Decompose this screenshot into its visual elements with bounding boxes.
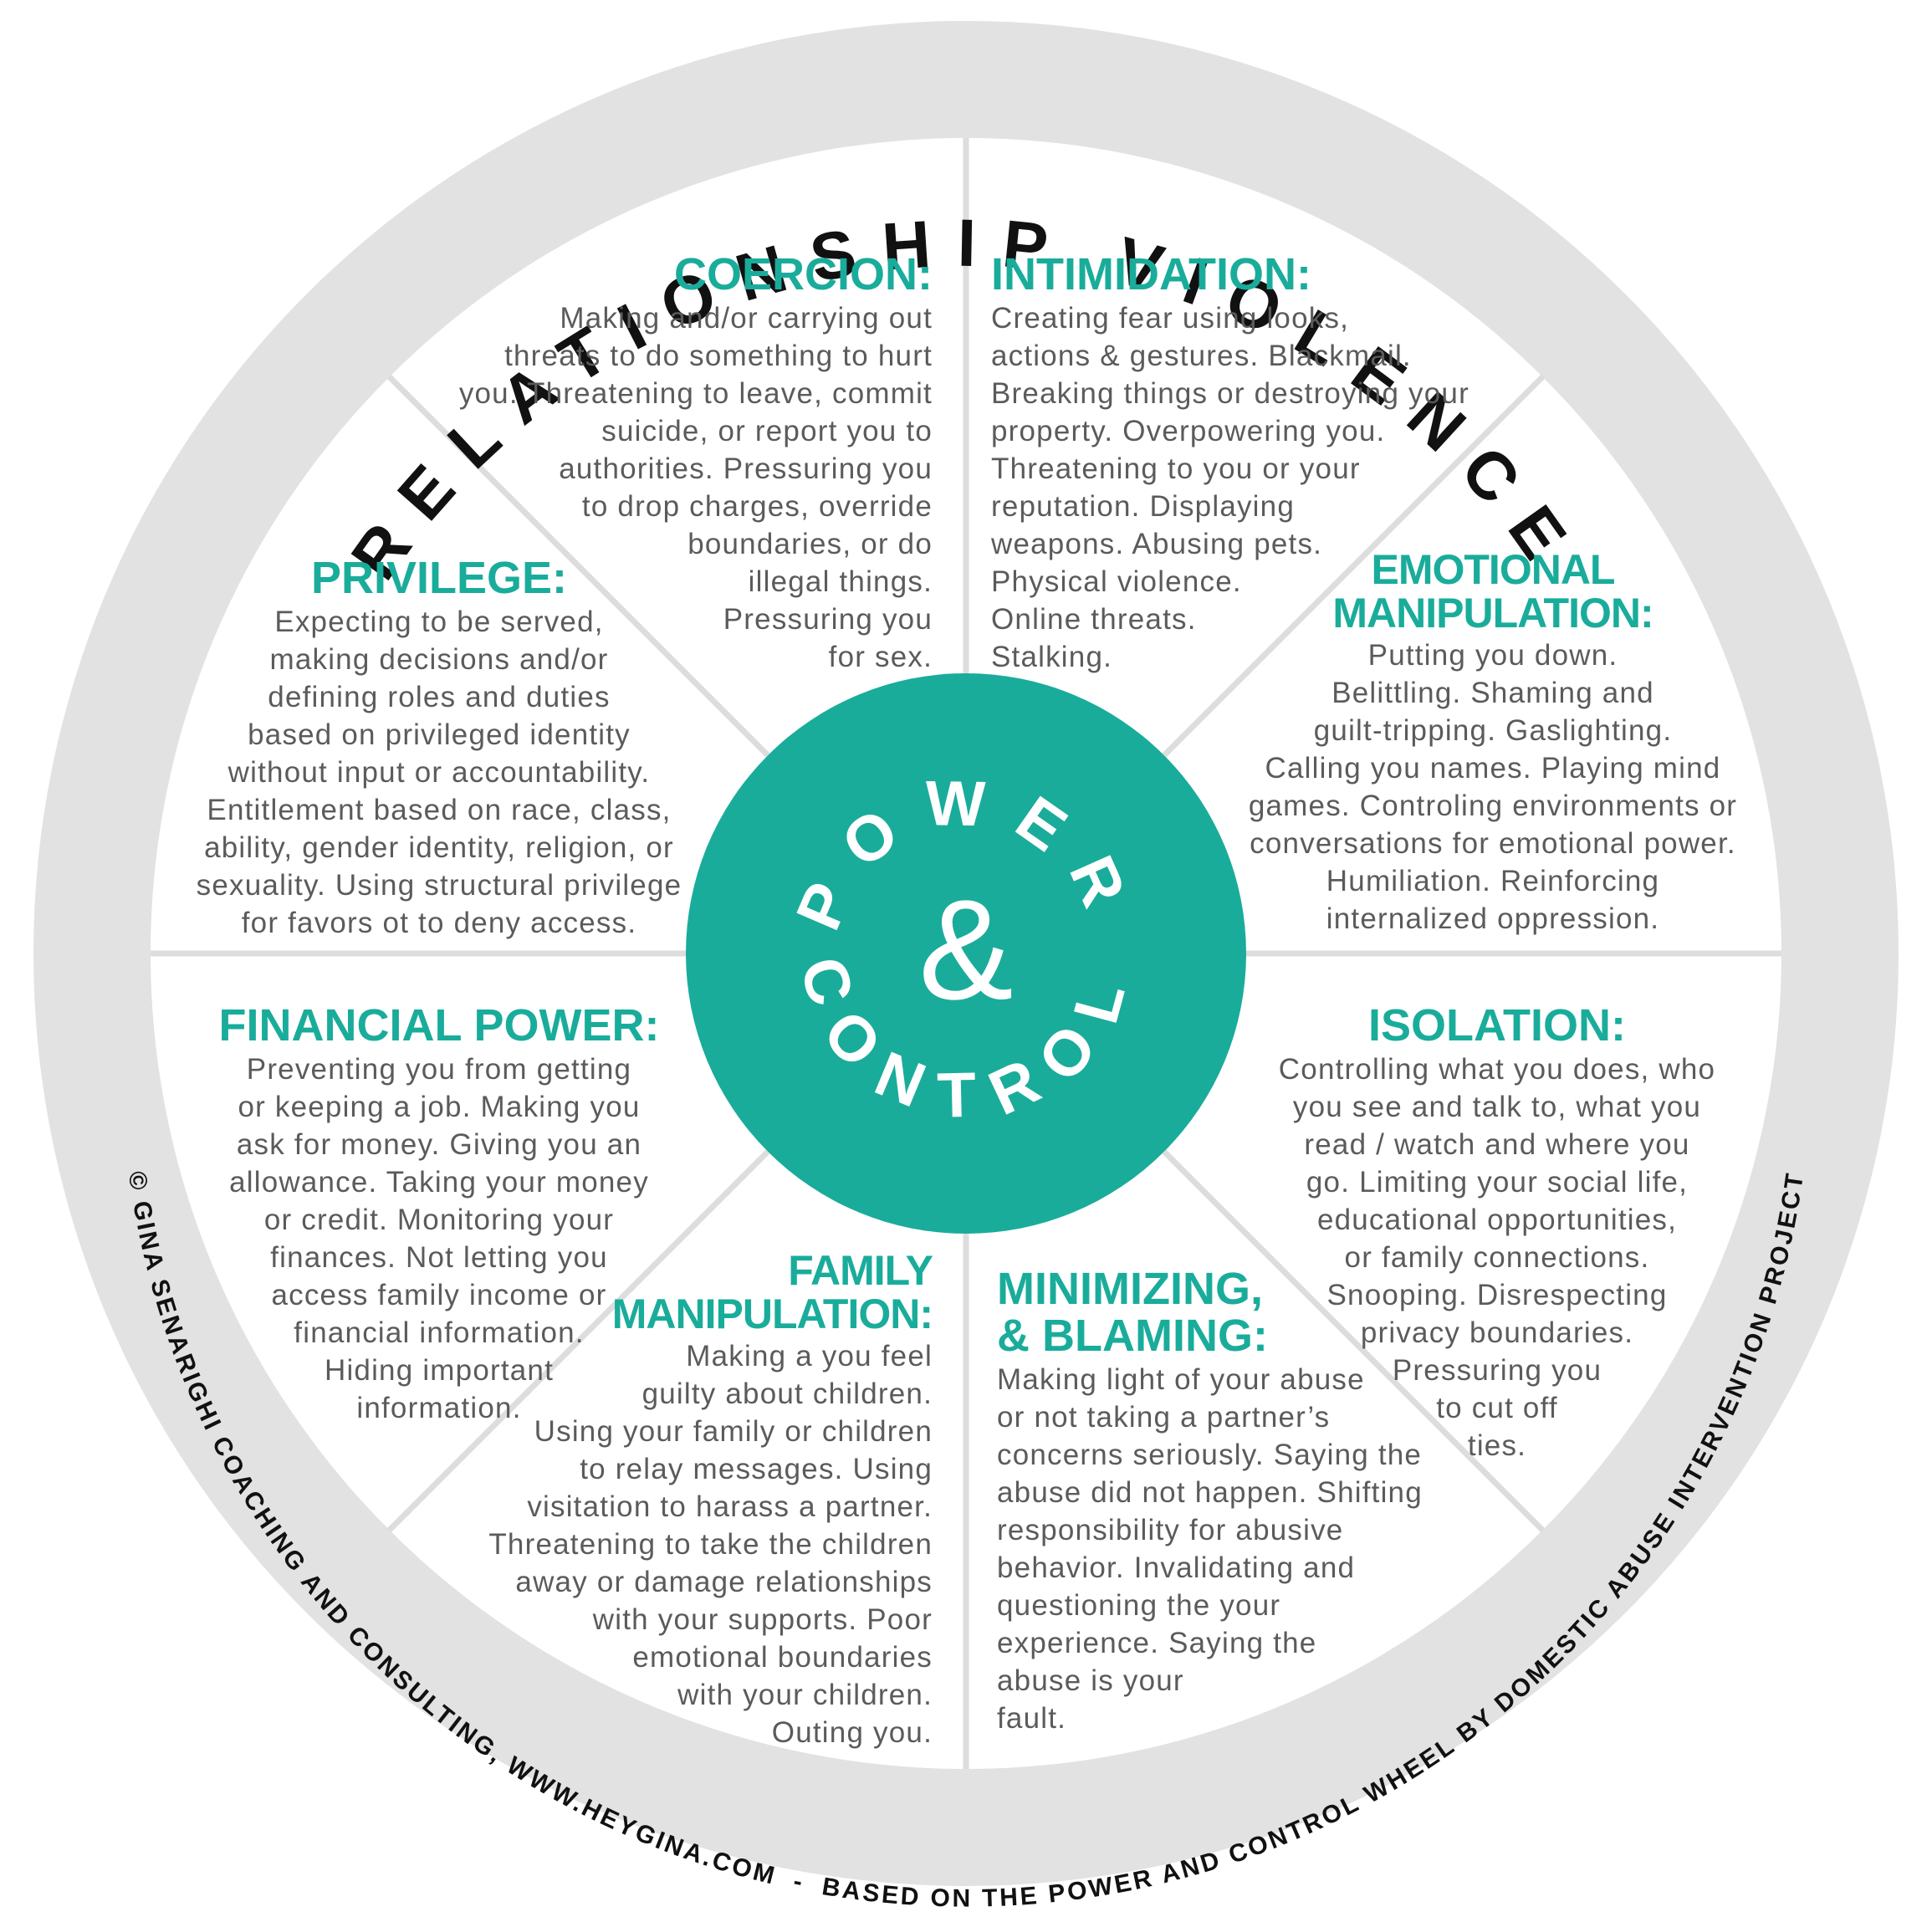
spoke-top-right <box>1162 374 1546 758</box>
section-isolation: ISOLATION: Controlling what you does, wh… <box>1229 1002 1765 1465</box>
section-intimidation: INTIMIDATION: Creating fear using looks,… <box>991 251 1593 676</box>
spoke-bottom-right <box>1162 1149 1546 1533</box>
section-title-coercion: COERCION: <box>674 249 933 299</box>
section-title-minimizing-blaming: MINIMIZING,& BLAMING: <box>997 1264 1268 1361</box>
section-body-intimidation: Creating fear using looks,actions & gest… <box>991 302 1469 673</box>
footer-separator: - <box>791 1868 807 1897</box>
spoke-top-left <box>386 374 770 758</box>
section-title-intimidation: INTIMIDATION: <box>991 249 1311 299</box>
center-ampersand: & <box>918 871 1013 1030</box>
spoke-bottom-left <box>386 1149 770 1533</box>
section-title-financial-power: FINANCIAL POWER: <box>218 1000 660 1050</box>
section-body-privilege: Expecting to be served,making decisions … <box>196 606 682 939</box>
section-title-privilege: PRIVILEGE: <box>310 553 568 603</box>
section-minimizing-blaming: MINIMIZING,& BLAMING: Making light of yo… <box>997 1265 1582 1737</box>
section-title-isolation: ISOLATION: <box>1368 1000 1626 1050</box>
center-hub <box>686 673 1246 1234</box>
section-privilege: PRIVILEGE: Expecting to be served,making… <box>171 555 707 942</box>
section-financial-power: FINANCIAL POWER: Preventing you from get… <box>167 1002 711 1427</box>
section-body-emotional-manipulation: Putting you down.Belittling. Shaming and… <box>1248 639 1738 935</box>
spoke-dividers <box>151 138 1781 1769</box>
